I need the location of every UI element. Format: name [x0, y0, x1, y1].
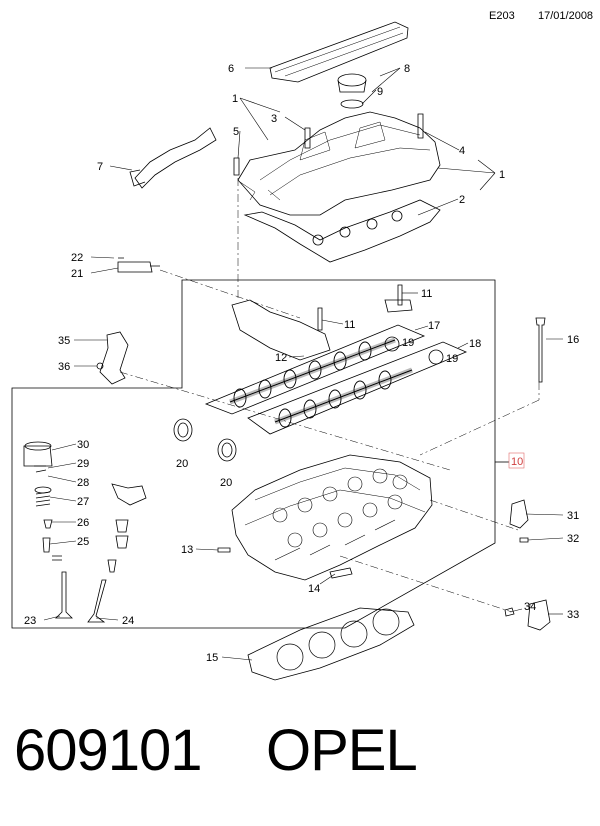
callout-26: 26: [77, 517, 89, 529]
head-bolt: [535, 317, 546, 383]
callout-4: 4: [459, 145, 465, 157]
callout-32: 32: [567, 533, 579, 545]
callout-22: 22: [71, 252, 83, 264]
callout-11b: 11: [344, 319, 355, 331]
callout-13: 13: [181, 544, 193, 556]
callout-28: 28: [77, 477, 89, 489]
callout-3: 3: [271, 113, 277, 125]
brand-name: OPEL: [266, 718, 418, 783]
valve-guide: [42, 537, 51, 553]
callout-8: 8: [404, 63, 410, 75]
filler-cap-seal: [340, 99, 364, 109]
callout-2: 2: [459, 194, 465, 206]
camshaft-frame-17: [204, 324, 426, 415]
part-10-marker: [508, 452, 525, 469]
oil-seal-20b: [217, 438, 237, 462]
callout-21: 21: [71, 268, 83, 280]
callout-19: 19: [402, 337, 414, 349]
bolt-3: [304, 127, 311, 149]
callout-1b: 1: [499, 169, 505, 181]
callout-27: 27: [77, 496, 89, 508]
callout-16: 16: [567, 334, 579, 346]
callout-14: 14: [308, 583, 320, 595]
cylinder-head: [231, 454, 433, 581]
callout-9: 9: [377, 86, 383, 98]
hydraulic-tappet: [23, 445, 53, 467]
bracket-33: [527, 599, 551, 631]
camshaft-seal-19a: [384, 336, 400, 352]
callout-25: 25: [77, 536, 89, 548]
bolt-5: [233, 157, 240, 176]
cover-trim-strip: [269, 21, 409, 83]
breather-hose: [134, 127, 217, 189]
callout-1: 1: [232, 93, 238, 105]
diagram-date: 17/01/2008: [538, 10, 594, 22]
callout-34: 34: [524, 601, 536, 613]
camshaft-cover: [237, 111, 441, 216]
valve-seal: [115, 519, 129, 533]
callout-36: 36: [58, 361, 70, 373]
oil-filler-cap: [337, 73, 367, 87]
bearing-cap-rail: [231, 299, 331, 361]
inlet-valve: [55, 571, 73, 619]
callout-23: 23: [24, 615, 36, 627]
camshaft-frame-18: [247, 341, 468, 435]
callout-11: 11: [421, 288, 432, 300]
bracket-31: [509, 499, 529, 529]
callout-15: 15: [206, 652, 218, 664]
callout-35: 35: [58, 335, 70, 347]
callout-30: 30: [77, 439, 89, 451]
callout-10: 10: [511, 456, 523, 468]
part-number: 609101: [14, 718, 203, 783]
callout-24: 24: [122, 615, 134, 627]
camshaft-seal-19b: [428, 349, 444, 365]
callout-5: 5: [233, 126, 239, 138]
bracket-35: [99, 331, 129, 385]
callout-31: 31: [567, 510, 579, 522]
callout-17: 17: [428, 320, 440, 332]
cover-gasket: [243, 199, 441, 263]
assembly-frame: [11, 279, 496, 629]
callout-20b: 20: [220, 477, 232, 489]
callout-12: 12: [275, 352, 287, 364]
valve-spring: [35, 491, 51, 507]
diagram-code: E203: [489, 10, 515, 22]
oil-seal-20a: [173, 418, 193, 442]
exhaust-valve: [87, 579, 107, 623]
callout-20: 20: [176, 458, 188, 470]
callout-18: 18: [469, 338, 481, 350]
callout-6: 6: [228, 63, 234, 75]
head-gasket: [247, 607, 415, 681]
callout-33: 33: [567, 609, 579, 621]
camshaft-sensor: [117, 261, 153, 273]
callout-7: 7: [97, 161, 103, 173]
rocker-arm: [111, 483, 147, 506]
callout-19b: 19: [446, 353, 458, 365]
callout-29: 29: [77, 458, 89, 470]
exploded-parts-diagram: 6 1 3 5 8 9 4 1 2 7 22 21 11 11 12 17 18…: [11, 21, 579, 681]
spring-seat: [43, 519, 53, 529]
bolt-4: [417, 113, 424, 139]
